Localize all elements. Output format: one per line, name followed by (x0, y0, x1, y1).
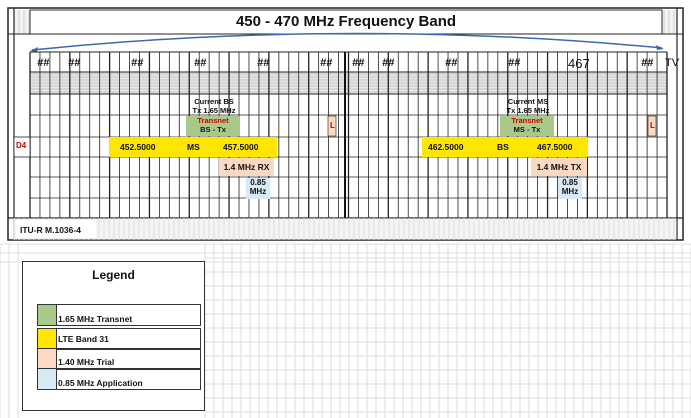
header-label-467: 467 (568, 56, 590, 71)
right-current-ms: Current MS Tx 1.65 MHz (506, 97, 550, 115)
left-lte-band: 452.5000 MS 457.5000 (109, 137, 277, 157)
header-label: ## (257, 57, 270, 69)
left-app-box: 0.85 MHz (246, 178, 270, 199)
header-label: ## (194, 57, 207, 69)
left-current-bs: Current BS Tx 1.65 MHz (192, 97, 236, 115)
title-box (29, 9, 663, 35)
legend: Legend 1.65 MHz Transnet LTE Band 31 1.4… (22, 261, 205, 411)
band-span-arc (31, 32, 663, 51)
legend-swatch (38, 349, 57, 369)
legend-item-trial: 1.40 MHz Trial (37, 348, 201, 370)
right-trial-box: 1.4 MHz TX (531, 158, 587, 176)
left-transnet-box: Transnet BS - Tx (186, 116, 240, 136)
header-label-tv: TV (665, 57, 680, 69)
marker-cell (327, 115, 337, 137)
header-label: ## (641, 57, 654, 69)
legend-swatch (38, 329, 57, 349)
left-trial-box: 1.4 MHz RX (219, 158, 274, 176)
marker-cell (647, 115, 657, 137)
right-app-box: 0.85 MHz (558, 178, 582, 199)
header-label: ## (508, 57, 521, 69)
header-label: ## (382, 57, 395, 69)
right-transnet-box: Transnet MS - Tx (500, 116, 554, 136)
row-label-d4: D4 (16, 141, 27, 150)
legend-item-lte: LTE Band 31 (37, 328, 201, 350)
arc-arrow-right (656, 45, 664, 50)
right-lte-band: 462.5000 BS 467.5000 (422, 137, 588, 157)
legend-item-application: 0.85 MHz Application (37, 368, 201, 390)
row-label-cell (13, 136, 31, 158)
itu-reference: ITU-R M.1036-4 (20, 225, 81, 235)
legend-swatch (38, 305, 57, 325)
arc-arrow-left (30, 47, 38, 52)
marker-l: L (650, 121, 655, 130)
legend-item-transnet: 1.65 MHz Transnet (37, 304, 201, 326)
header-label: ## (68, 57, 81, 69)
legend-title: Legend (92, 268, 135, 282)
reference-strip (13, 217, 678, 241)
page-title: 450 - 470 MHz Frequency Band (235, 13, 457, 30)
header-label: ## (352, 57, 365, 69)
header-label: ## (320, 57, 333, 69)
header-label: ## (445, 57, 458, 69)
marker-l: L (330, 121, 335, 130)
header-label: ## (131, 57, 144, 69)
legend-swatch (38, 369, 57, 389)
reference-bg (16, 220, 96, 238)
header-label: ## (37, 57, 50, 69)
